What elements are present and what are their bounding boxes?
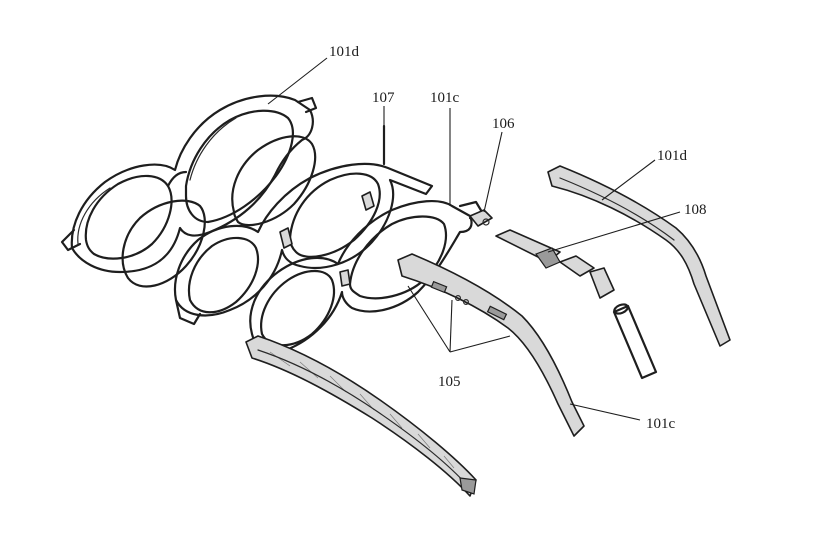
lens-pair [121,135,317,288]
leader-105-b [449,299,453,353]
right-temple-101c [397,253,585,437]
connector-106 [469,209,493,227]
electronics-module-108 [495,229,615,299]
leader-105-c [449,335,511,353]
rear-temple-101d [547,165,731,347]
battery-cylinder [612,303,658,380]
label-101c-top: 101c [430,90,460,106]
leader-lines [267,57,681,421]
leader-106 [483,131,503,213]
label-101d-front: 101d [329,44,360,60]
front-frame-101d [60,94,318,274]
label-101c-right: 101c [646,416,676,432]
middle-frame-107 [173,124,434,326]
left-temple-arm [245,335,477,497]
leader-101d-front [267,57,328,105]
rear-frame-101c [249,199,484,354]
leader-105-a [407,285,451,353]
label-108: 108 [684,202,707,218]
label-107: 107 [372,90,395,106]
label-101d-rear: 101d [657,148,688,164]
label-105: 105 [438,374,461,390]
label-106: 106 [492,116,515,132]
leader-101c-right [569,403,641,421]
leader-101d-rear [601,159,656,201]
leader-108 [547,211,681,253]
reference-labels: 101d 107 101c 106 101d 108 105 101c [329,44,707,432]
